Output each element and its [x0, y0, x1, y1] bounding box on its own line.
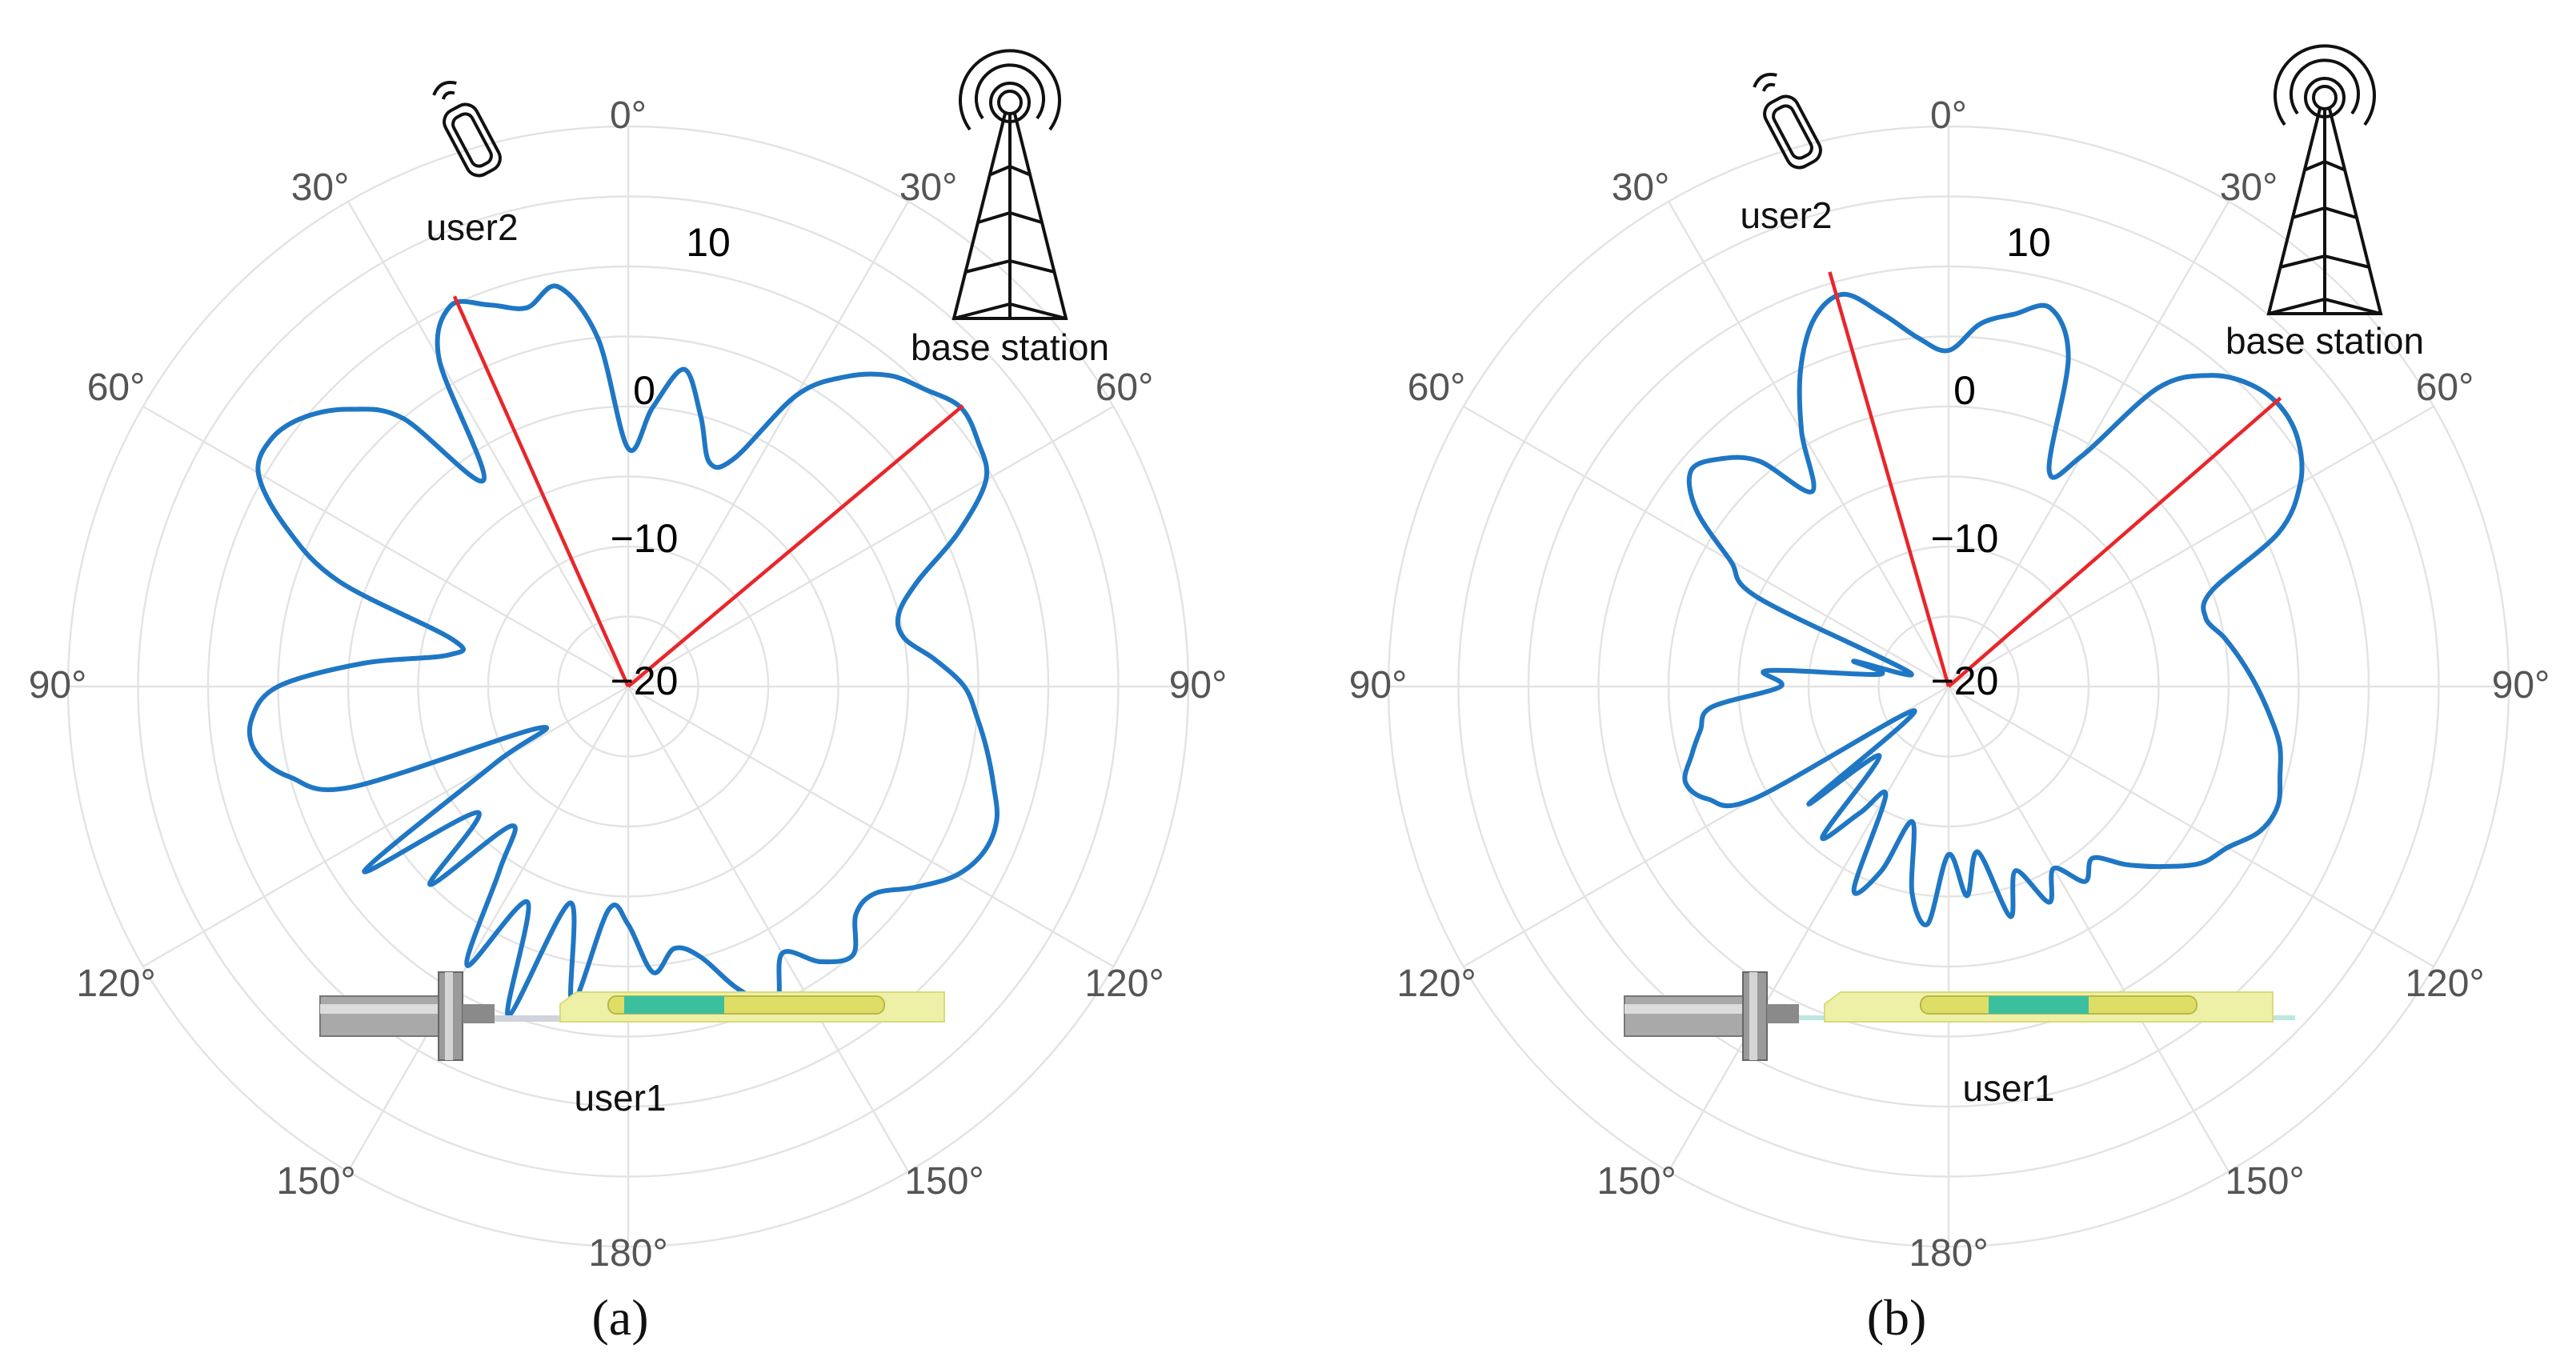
polar-chart-a: −20 −10 0 10 0° 30° 60° 90° 120° 150° 18…: [29, 49, 1228, 1346]
pattern-line: [1682, 291, 2305, 927]
polar-grid-b: [1387, 125, 2510, 1248]
angle-label: 120°: [2405, 963, 2484, 1005]
r-tick-label: 10: [2006, 220, 2051, 265]
angle-label: 60°: [2416, 366, 2474, 409]
angle-label: 120°: [1084, 963, 1164, 1005]
angle-label: 150°: [904, 1160, 984, 1203]
angle-label: 60°: [1096, 366, 1154, 409]
spacecraft-device-icon: [1624, 971, 2295, 1061]
radiation-pattern-b: [1682, 291, 2305, 927]
panel-label-a: (a): [591, 1289, 648, 1346]
direction-ray: [1828, 271, 1951, 687]
grid-spoke: [347, 686, 630, 1172]
mobile-phone-icon: [1753, 73, 1822, 170]
grid-spoke: [627, 685, 1114, 968]
angle-label: 30°: [2220, 166, 2278, 209]
grid-spoke: [627, 405, 1114, 688]
angle-label: 0°: [610, 94, 647, 137]
grid-spoke: [627, 201, 910, 687]
base-station-tower-icon: [2266, 44, 2383, 315]
grid-spoke: [1947, 686, 2230, 1172]
direction-ray: [452, 295, 631, 687]
angle-label: 120°: [1396, 963, 1476, 1005]
grid-spoke: [142, 685, 629, 968]
base-station-tower-icon: [951, 49, 1068, 320]
pattern-line: [246, 283, 1000, 1019]
angle-label: 60°: [87, 366, 146, 409]
spacecraft-device-icon: [319, 971, 945, 1061]
angle-label: 30°: [899, 166, 958, 209]
r-tick-label: −20: [611, 658, 679, 703]
r-tick-label: −10: [611, 516, 679, 561]
angle-label: 90°: [1349, 664, 1408, 707]
grid-spoke: [347, 201, 630, 687]
angle-label: 150°: [276, 1160, 355, 1203]
r-tick-label: 0: [1953, 368, 1976, 413]
angle-label: 180°: [1909, 1232, 1988, 1275]
angle-label: 30°: [1612, 166, 1670, 209]
mobile-phone-icon: [432, 81, 502, 178]
direction-rays-b: [1828, 271, 2282, 688]
base-station-label: base station: [2225, 320, 2424, 362]
angle-label: 60°: [1408, 366, 1466, 409]
grid-spoke: [142, 405, 629, 688]
grid-spoke: [1667, 686, 1950, 1172]
r-tick-label: 10: [686, 220, 731, 265]
user1-label: user1: [1962, 1067, 2054, 1109]
angle-label: 90°: [29, 664, 87, 707]
polar-chart-b: −20 −10 0 10 0° 30° 60° 90° 120° 150° 18…: [1349, 44, 2550, 1346]
grid-spoke: [1948, 685, 2434, 968]
radiation-pattern-a: [246, 283, 1000, 1019]
angle-label: 150°: [1596, 1160, 1676, 1203]
r-tick-label: −20: [1931, 658, 1999, 703]
angle-label: 120°: [76, 963, 155, 1005]
grid-spoke: [1948, 405, 2434, 688]
grid-spoke: [627, 686, 910, 1172]
panel-label-b: (b): [1867, 1289, 1927, 1346]
angle-label: 150°: [2225, 1160, 2304, 1203]
user1-label: user1: [574, 1077, 666, 1119]
direction-ray: [627, 404, 964, 688]
direction-ray: [1947, 396, 2282, 688]
angle-label: 30°: [291, 166, 350, 209]
direction-rays-a: [452, 295, 964, 688]
base-station-label: base station: [911, 326, 1109, 368]
r-tick-label: −10: [1931, 516, 1999, 561]
grid-spoke: [1463, 405, 1949, 688]
grid-spoke: [1667, 201, 1950, 687]
r-tick-label: 0: [633, 368, 655, 413]
angle-label: 90°: [2492, 664, 2550, 707]
grid-spoke: [1947, 201, 2230, 687]
angle-label: 0°: [1930, 94, 1967, 137]
angle-label: 90°: [1169, 664, 1228, 707]
user2-label: user2: [426, 206, 518, 248]
angle-label: 180°: [588, 1232, 667, 1275]
user2-label: user2: [1740, 194, 1832, 236]
